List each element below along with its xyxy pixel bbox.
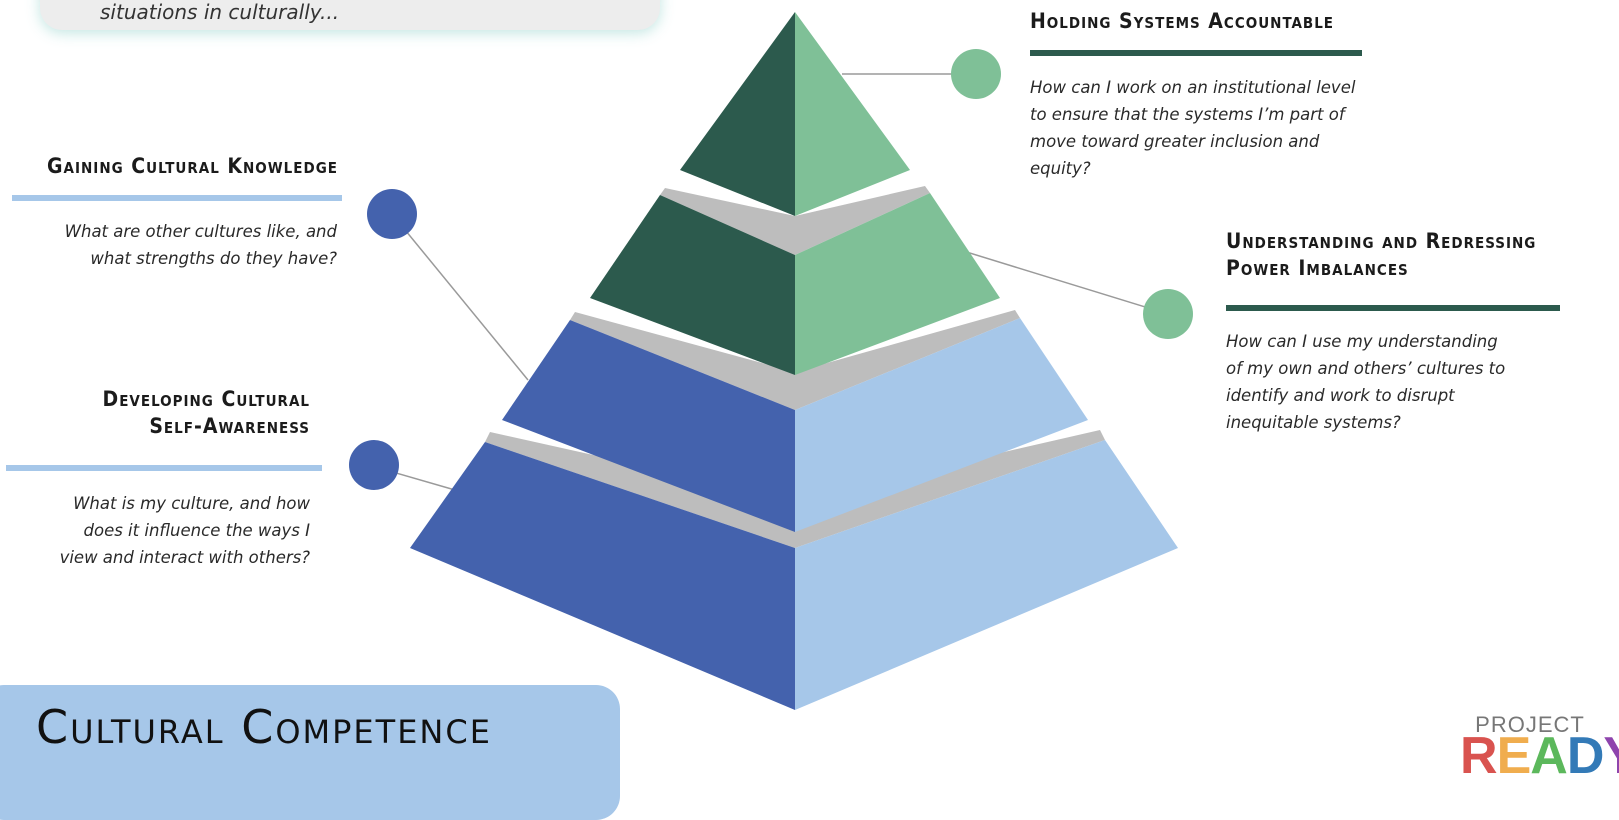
logo-letter: D <box>1566 727 1605 785</box>
tier-second-left-face <box>590 195 795 375</box>
rule-power <box>1226 305 1560 311</box>
question-knowledge: What are other cultures like, and what s… <box>0 218 337 272</box>
question-knowledge-line: what strengths do they have? <box>90 249 337 268</box>
question-holding-line: equity? <box>1030 159 1091 178</box>
logo-letter: Y <box>1603 727 1619 785</box>
tier-top-right-face <box>795 12 910 216</box>
heading-holding: Holding Systems Accountable <box>1030 9 1335 33</box>
heading-self: Developing Cultural Self-Awareness <box>0 386 310 440</box>
question-self-line: does it influence the ways I <box>83 521 311 540</box>
question-power-line: How can I use my understanding <box>1226 332 1498 351</box>
question-power: How can I use my understanding of my own… <box>1226 328 1606 436</box>
heading-power: Understanding and Redressing Power Imbal… <box>1226 228 1606 282</box>
connector-line-knowledge <box>391 213 529 381</box>
connector-line-power <box>959 249 1169 315</box>
dot-holding <box>951 49 1001 99</box>
page-title: Cultural Competence <box>36 700 492 754</box>
question-power-line: identify and work to disrupt <box>1226 386 1455 405</box>
tier-second-right-face <box>795 193 1000 375</box>
dot-knowledge <box>367 189 417 239</box>
tier-bottom-top-right <box>795 430 1105 548</box>
tier-third-left-face <box>502 320 795 532</box>
question-holding-line: How can I work on an institutional level <box>1030 78 1356 97</box>
logo-letter: A <box>1530 727 1568 785</box>
project-ready-logo: PROJECT READY <box>1460 712 1619 802</box>
rule-holding <box>1030 50 1362 56</box>
question-holding-line: to ensure that the systems I’m part of <box>1030 105 1345 124</box>
heading-knowledge: Gaining Cultural Knowledge <box>47 154 338 178</box>
logo-main-text: READY <box>1460 726 1619 786</box>
top-card-text: situations in culturally... <box>100 0 340 24</box>
heading-power-line: Power Imbalances <box>1226 256 1409 280</box>
question-self: What is my culture, and how does it infl… <box>0 490 310 571</box>
tier-bottom-left-face <box>410 442 795 710</box>
heading-self-line: Developing Cultural <box>102 387 310 411</box>
logo-letter: R <box>1460 727 1498 785</box>
question-power-line: of my own and others’ cultures to <box>1226 359 1506 378</box>
heading-self-line: Self-Awareness <box>149 414 310 438</box>
logo-top-text: PROJECT <box>1475 712 1585 737</box>
heading-power-line: Understanding and Redressing <box>1226 229 1537 253</box>
tier-top-left-face <box>680 12 795 216</box>
title-box <box>0 685 620 820</box>
tier-third-right-face <box>795 318 1088 532</box>
rule-self <box>6 465 322 471</box>
tier-third-top-right <box>795 310 1020 410</box>
question-self-line: view and interact with others? <box>59 548 310 567</box>
question-holding-line: move toward greater inclusion and <box>1030 132 1320 151</box>
tier-bottom-right-face <box>795 440 1178 710</box>
dot-self <box>349 440 399 490</box>
question-power-line: inequitable systems? <box>1226 413 1401 432</box>
rule-knowledge <box>12 195 342 201</box>
logo-letter: E <box>1496 727 1532 785</box>
question-self-line: What is my culture, and how <box>73 494 310 513</box>
tier-second-top-left <box>660 188 795 255</box>
tier-third-top-left <box>570 312 795 410</box>
tier-second-top-right <box>795 186 930 255</box>
dot-power <box>1143 289 1193 339</box>
top-card: situations in culturally... <box>40 0 660 30</box>
question-holding: How can I work on an institutional level… <box>1030 74 1450 182</box>
tier-bottom-top-left <box>485 432 795 548</box>
question-knowledge-line: What are other cultures like, and <box>64 222 337 241</box>
